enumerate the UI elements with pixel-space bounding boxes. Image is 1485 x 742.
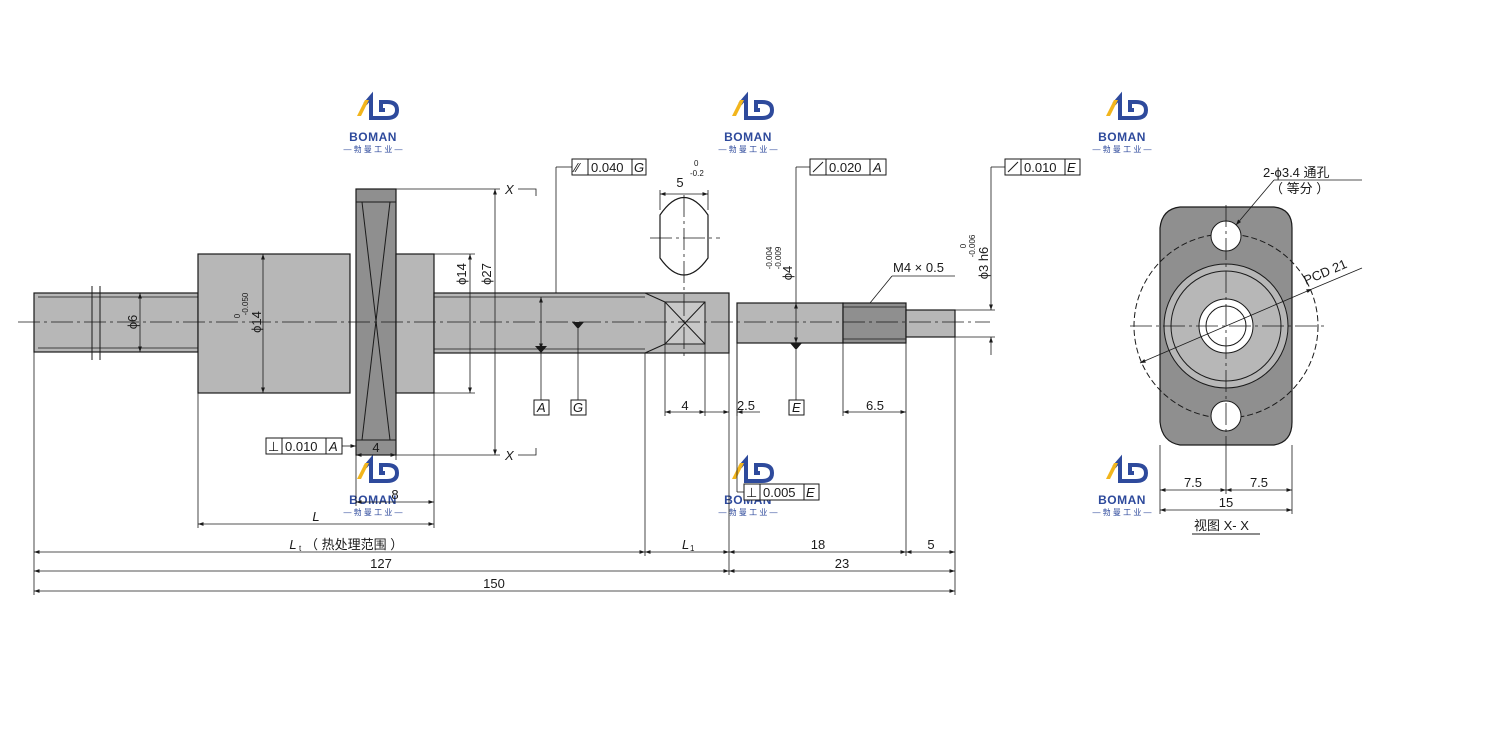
datum-g: G — [573, 400, 583, 415]
screw-shaft — [18, 188, 990, 456]
logo-brand: BOMAN — [1098, 493, 1146, 507]
diameter-dims: ϕ6 ϕ14 0 -0.050 ϕ14 ϕ27 X X ϕ4 -0.004 -0… — [125, 182, 995, 463]
logo-mark — [1112, 91, 1149, 120]
dim-phi6: ϕ6 — [125, 315, 140, 330]
section-caption: 视图 X- X — [1194, 518, 1249, 533]
dim-nut-tol-bot: -0.050 — [241, 292, 250, 315]
dim-flange-width: 15 — [1219, 495, 1233, 510]
datum-e: E — [792, 400, 801, 415]
thread-spec: M4 × 0.5 — [893, 260, 944, 275]
logo-mark — [363, 91, 400, 120]
dim-18: 18 — [811, 537, 825, 552]
nut-right — [395, 253, 435, 394]
logo-accent — [1106, 463, 1118, 479]
dim-half-right: 7.5 — [1250, 475, 1268, 490]
dim-journal-tol-bot: -0.009 — [774, 246, 783, 269]
logo-mark — [1112, 454, 1149, 483]
dim-shaft-phi14: ϕ14 — [454, 263, 469, 285]
journal — [736, 302, 844, 344]
tol-runout-e: 0.010 — [1024, 160, 1057, 175]
flat-tol-bottom: -0.2 — [690, 169, 704, 178]
logo-accent — [1106, 100, 1118, 116]
shaft-end — [905, 309, 956, 338]
logo-accent — [732, 100, 744, 116]
tol-ref-e: E — [1067, 160, 1076, 175]
flat-end-view: 5 0 -0.2 — [650, 159, 720, 360]
dim-150: 150 — [483, 576, 505, 591]
dim-127: 127 — [370, 556, 392, 571]
dim-flange-thk: 4 — [372, 440, 379, 455]
svg-text:⊥: ⊥ — [268, 439, 279, 454]
flat-tol-top: 0 — [694, 159, 699, 168]
section-mark-top: X — [504, 182, 515, 197]
logo-accent — [357, 463, 369, 479]
logo-subtitle: — 勃 曼 工 业 — — [718, 507, 777, 517]
section-mark-bottom: X — [504, 448, 515, 463]
dim-end-tol-bot: -0.006 — [968, 234, 977, 257]
tol-ref-a: A — [872, 160, 882, 175]
holes-note-2: （ 等分 ） — [1270, 181, 1329, 196]
dim-end-phi3h6: ϕ3 h6 — [976, 247, 991, 280]
tol-runout-g: 0.040 — [591, 160, 624, 175]
logo-mark — [738, 91, 775, 120]
logo-brand: BOMAN — [349, 130, 397, 144]
dim-nut-phi14: ϕ14 — [249, 311, 264, 333]
dim-thread-length: 6.5 — [866, 398, 884, 413]
dim-nut-inner: 8 — [391, 487, 398, 502]
logo-mark — [738, 454, 775, 483]
tol-ref-shoulder: E — [806, 485, 815, 500]
dim-23: 23 — [835, 556, 849, 571]
pcd-label: PCD 21 — [1301, 256, 1349, 288]
boman-logo-6: BOMAN — 勃 曼 工 业 — — [1092, 454, 1152, 517]
logo-mark — [363, 454, 400, 483]
dim-flange-phi27: ϕ27 — [479, 263, 494, 285]
dim-hardened-sub: t — [299, 544, 302, 553]
tol-runout-a: 0.020 — [829, 160, 862, 175]
boman-logo-2: BOMAN — 勃 曼 工 业 — — [718, 91, 778, 154]
dim-l1: L — [682, 537, 689, 552]
m4-thread — [842, 302, 907, 344]
svg-text:⊥: ⊥ — [746, 485, 757, 500]
dim-end-tol-top: 0 — [959, 243, 968, 248]
svg-text:⁄⁄: ⁄⁄ — [572, 160, 581, 175]
holes-note: 2-ϕ3.4 通孔 — [1263, 165, 1330, 180]
dim-flat-length: 4 — [681, 398, 688, 413]
datum-a: A — [536, 400, 546, 415]
logo-subtitle: — 勃 曼 工 业 — — [343, 507, 402, 517]
dim-nut-length: L — [312, 509, 319, 524]
dim-l1-sub: 1 — [690, 544, 695, 553]
dim-hardened-note: （ 热处理范围 ） — [305, 537, 403, 552]
dim-shoulder: 2.5 — [737, 398, 755, 413]
logo-accent — [732, 463, 744, 479]
logo-subtitle: — 勃 曼 工 业 — — [343, 144, 402, 154]
logo-brand: BOMAN — [1098, 130, 1146, 144]
left-thread-end — [33, 292, 199, 353]
tol-perp-shoulder: 0.005 — [763, 485, 796, 500]
boman-logo-3: BOMAN — 勃 曼 工 业 — — [1092, 91, 1152, 154]
dim-journal-phi4: ϕ4 — [780, 266, 795, 281]
nut-body — [197, 253, 351, 394]
length-dims: 4 2.5 6.5 4 8 L L t （ 热处理范围 ） L 1 18 5 — [33, 337, 956, 595]
logo-brand: BOMAN — [724, 130, 772, 144]
logo-subtitle: — 勃 曼 工 业 — — [718, 144, 777, 154]
logo-subtitle: — 勃 曼 工 业 — — [1092, 507, 1151, 517]
tol-perp-flange: 0.010 — [285, 439, 318, 454]
dim-journal-tol-top: -0.004 — [765, 246, 774, 269]
boman-logo-1: BOMAN — 勃 曼 工 业 — — [343, 91, 403, 154]
tol-ref-g: G — [634, 160, 644, 175]
dim-half-left: 7.5 — [1184, 475, 1202, 490]
dim-5: 5 — [927, 537, 934, 552]
dim-hardened-length: L — [289, 537, 296, 552]
tol-ref-flange: A — [328, 439, 338, 454]
flat-width-value: 5 — [676, 175, 683, 190]
section-view-xx: PCD 21 2-ϕ3.4 通孔 （ 等分 ） 7.5 7.5 15 视图 X-… — [1130, 165, 1363, 535]
logo-subtitle: — 勃 曼 工 业 — — [1092, 144, 1151, 154]
logo-accent — [357, 100, 369, 116]
dim-nut-tol-top: 0 — [233, 313, 242, 318]
